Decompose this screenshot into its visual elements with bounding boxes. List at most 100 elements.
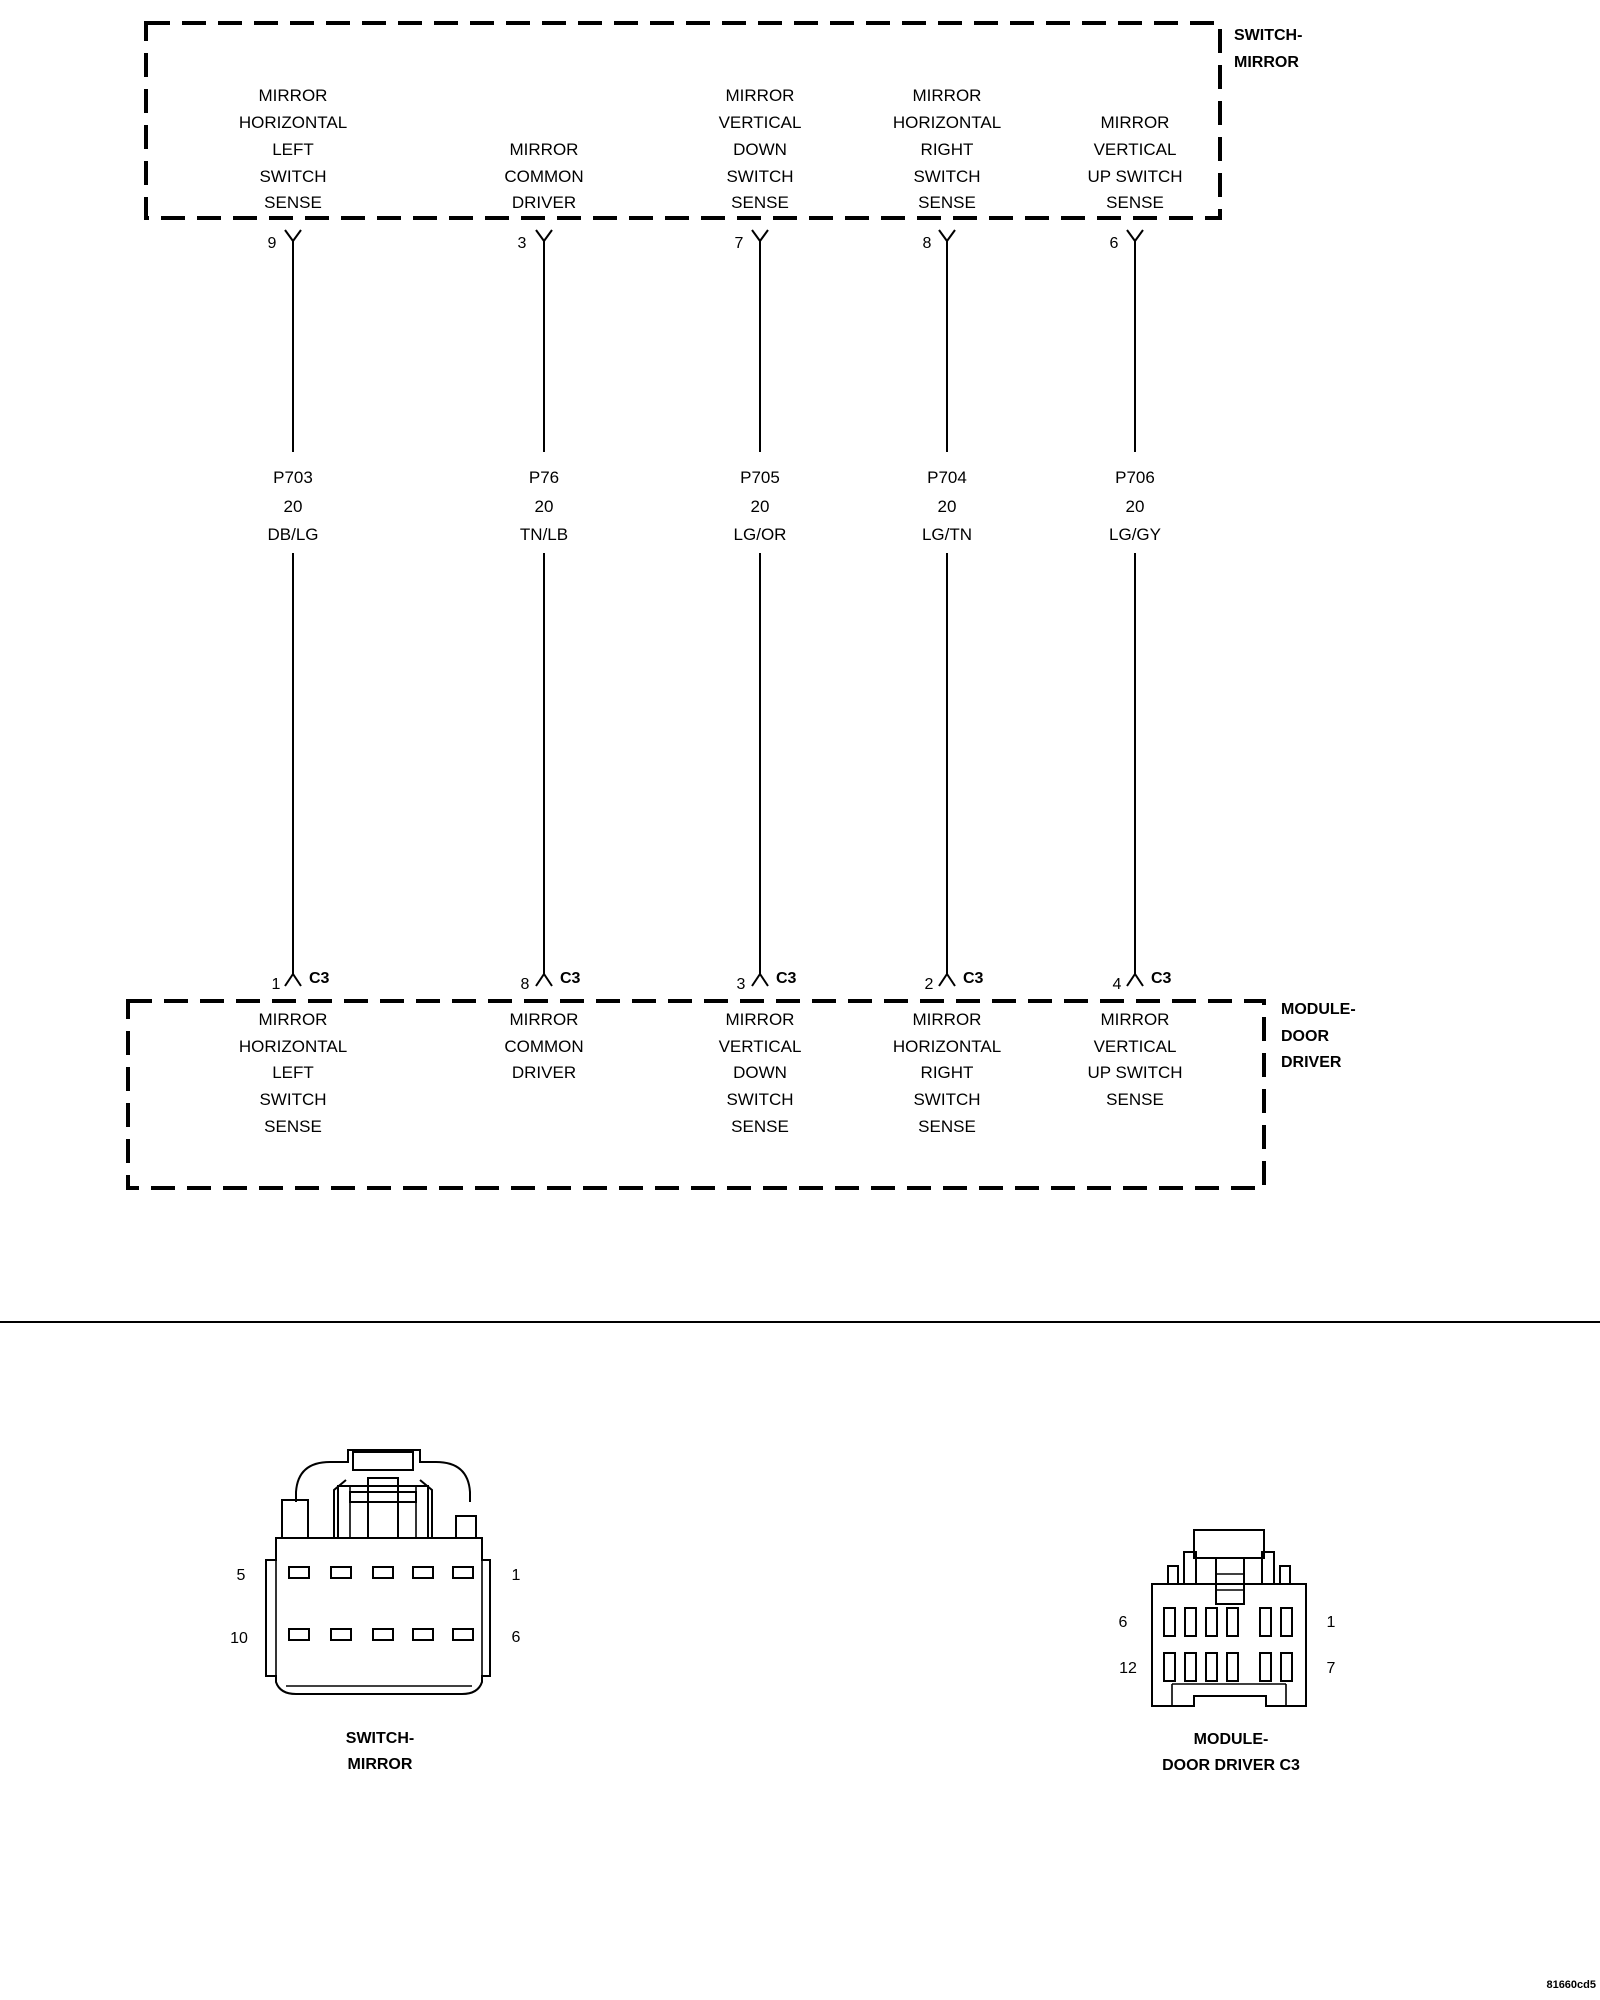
top-label-line: DOWN xyxy=(733,140,787,159)
connector-latch-housing xyxy=(1261,1551,1275,1584)
wire-circuit-id: P706 xyxy=(1115,468,1155,487)
bottom-label-line: SWITCH xyxy=(913,1090,980,1109)
bottom-pin-number: 2 xyxy=(925,976,934,993)
connector-latch-ear-right xyxy=(1279,1565,1291,1584)
connector-id: C3 xyxy=(1151,970,1172,987)
connector-view-label-line2: DOOR DRIVER C3 xyxy=(1162,1757,1300,1774)
bottom-label-line: MIRROR xyxy=(726,1010,795,1029)
cavity-number: 5 xyxy=(237,1567,246,1584)
connector-cavity xyxy=(372,1566,394,1579)
top-label-line: COMMON xyxy=(504,167,583,186)
top-pin-number: 8 xyxy=(923,235,932,252)
wire-circuit-id: P76 xyxy=(529,468,559,487)
wire-gauge: 20 xyxy=(751,497,770,516)
wire-circuit-id: P703 xyxy=(273,468,313,487)
top-pin-number: 3 xyxy=(518,235,527,252)
bottom-pin-symbol xyxy=(938,972,956,987)
top-label-line: DRIVER xyxy=(512,193,576,212)
bottom-label-line: SWITCH xyxy=(726,1090,793,1109)
cavity-number: 1 xyxy=(512,1567,521,1584)
bottom-label-line: SENSE xyxy=(918,1117,976,1136)
top-label-line: VERTICAL xyxy=(719,113,802,132)
connector-view-label-line1: MODULE- xyxy=(1194,1731,1269,1748)
wire-color: DB/LG xyxy=(267,525,318,544)
connector-latch-bar xyxy=(349,1491,417,1503)
bottom-label-line: SENSE xyxy=(1106,1090,1164,1109)
connector-shoulder-left xyxy=(281,1499,309,1538)
connector-view-label-line2: MIRROR xyxy=(348,1756,413,1773)
bottom-label-line: MIRROR xyxy=(1101,1010,1170,1029)
connector-cavity xyxy=(1184,1652,1197,1682)
module-door-driver-title-line2: DOOR xyxy=(1281,1028,1329,1045)
connector-cavity xyxy=(1163,1607,1176,1637)
connector-cavity xyxy=(1205,1652,1218,1682)
top-label-line: MIRROR xyxy=(913,86,982,105)
top-label-line: SWITCH xyxy=(726,167,793,186)
connector-latch-wing-left xyxy=(333,1479,347,1538)
bottom-pin-symbol xyxy=(284,972,302,987)
connector-cavity xyxy=(1280,1652,1293,1682)
connector-cavity xyxy=(1163,1652,1176,1682)
bottom-label-line: SWITCH xyxy=(259,1090,326,1109)
cavity-number: 12 xyxy=(1119,1660,1137,1677)
wire-gauge: 20 xyxy=(535,497,554,516)
top-label-line: SENSE xyxy=(918,193,976,212)
connector-cavity xyxy=(288,1566,310,1579)
bottom-pin-number: 8 xyxy=(521,976,530,993)
connector-cavity xyxy=(1259,1652,1272,1682)
top-pin-symbol xyxy=(284,229,302,243)
connector-latch-hood xyxy=(295,1449,471,1502)
connector-cavity xyxy=(288,1628,310,1641)
bottom-label-line: HORIZONTAL xyxy=(893,1037,1001,1056)
top-label-line: MIRROR xyxy=(1101,113,1170,132)
wire-circuit-id: P704 xyxy=(927,468,967,487)
cavity-number: 1 xyxy=(1327,1614,1336,1631)
connector-latch-core xyxy=(1215,1557,1245,1605)
bottom-label-line: SENSE xyxy=(731,1117,789,1136)
connector-cavity xyxy=(1280,1607,1293,1637)
bottom-label-line: LEFT xyxy=(272,1063,314,1082)
connector-cavity xyxy=(1205,1607,1218,1637)
top-label-line: SWITCH xyxy=(259,167,326,186)
top-label-line: SENSE xyxy=(731,193,789,212)
circuit-5: MIRROR VERTICAL UP SWITCH SENSE 6 P706 2… xyxy=(1087,113,1182,1109)
bottom-label-line: MIRROR xyxy=(259,1010,328,1029)
connector-cavity xyxy=(330,1566,352,1579)
bottom-label-line: MIRROR xyxy=(913,1010,982,1029)
wire-gauge: 20 xyxy=(1126,497,1145,516)
wire-circuit-id: P705 xyxy=(740,468,780,487)
top-pin-number: 7 xyxy=(735,235,744,252)
top-label-line: HORIZONTAL xyxy=(893,113,1001,132)
bottom-label-line: MIRROR xyxy=(510,1010,579,1029)
top-label-line: SENSE xyxy=(1106,193,1164,212)
bottom-label-line: DOWN xyxy=(733,1063,787,1082)
connector-latch-wing-right xyxy=(419,1479,433,1538)
module-door-driver-c3-connector-view: 6 1 12 7 MODULE- DOOR DRIVER C3 xyxy=(1119,1529,1336,1774)
bottom-pin-symbol xyxy=(535,972,553,987)
top-label-line: VERTICAL xyxy=(1094,140,1177,159)
connector-id: C3 xyxy=(776,970,797,987)
connector-cavity xyxy=(452,1566,474,1579)
top-label-line: SWITCH xyxy=(913,167,980,186)
cavity-number: 7 xyxy=(1327,1660,1336,1677)
wire-gauge: 20 xyxy=(938,497,957,516)
connector-id: C3 xyxy=(963,970,984,987)
top-label-line: MIRROR xyxy=(726,86,795,105)
top-label-line: HORIZONTAL xyxy=(239,113,347,132)
connector-cavity xyxy=(372,1628,394,1641)
connector-body xyxy=(265,1537,491,1695)
circuit-4: MIRROR HORIZONTAL RIGHT SWITCH SENSE 8 P… xyxy=(893,86,1001,1136)
top-label-line: LEFT xyxy=(272,140,314,159)
bottom-label-line: SENSE xyxy=(264,1117,322,1136)
bottom-label-line: VERTICAL xyxy=(1094,1037,1177,1056)
switch-mirror-title-line2: MIRROR xyxy=(1234,54,1299,71)
connector-shoulder-right xyxy=(455,1515,477,1538)
module-door-driver-title-line3: DRIVER xyxy=(1281,1054,1342,1071)
cavity-number: 6 xyxy=(1119,1614,1128,1631)
connector-cavity xyxy=(1226,1607,1239,1637)
top-label-line: SENSE xyxy=(264,193,322,212)
connector-cavity xyxy=(330,1628,352,1641)
cavity-number: 10 xyxy=(230,1630,248,1647)
connector-latch-tab xyxy=(352,1451,414,1471)
